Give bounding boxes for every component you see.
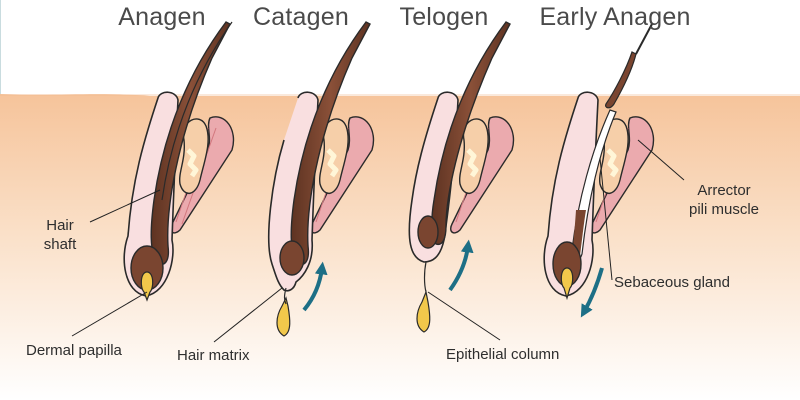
follicle-sheath-early-anagen	[543, 91, 599, 297]
shed-hair-early-anagen	[605, 51, 637, 109]
label-arrector-line2: pili muscle	[688, 201, 760, 218]
leader-hair-shaft	[89, 189, 161, 223]
label-dermal-papilla: Dermal papilla	[26, 342, 122, 359]
hair-club-telogen	[417, 215, 439, 249]
label-hair-matrix: Hair matrix	[177, 347, 250, 364]
up-arrow-icon	[448, 239, 474, 292]
stage-title-telogen: Telogen	[399, 3, 489, 31]
dermal-papilla-anagen	[140, 271, 154, 302]
label-arrector-pili-muscle: Arrector pili muscle	[689, 181, 759, 219]
hair-telogen	[431, 21, 511, 246]
label-sebaceous-gland: Sebaceous gland	[614, 274, 730, 291]
hair-bulb-catagen	[279, 240, 305, 276]
leader-lines	[71, 139, 685, 343]
arrector-muscle-telogen	[450, 116, 515, 234]
label-hair-shaft-line2: shaft	[43, 236, 77, 253]
label-epithelial-column: Epithelial column	[446, 346, 560, 363]
stage-title-early-anagen: Early Anagen	[539, 3, 691, 31]
dermal-papilla-telogen	[416, 289, 431, 333]
dermal-papilla-catagen	[276, 296, 291, 337]
label-hair-shaft: Hair shaft	[44, 216, 77, 254]
leader-epithelial-column	[427, 291, 501, 341]
follicle-telogen	[408, 21, 515, 333]
label-arrector-line1: Arrector	[697, 182, 751, 199]
leader-sebaceous	[599, 157, 613, 281]
leader-arrector	[637, 139, 685, 181]
stage-title-catagen: Catagen	[253, 3, 349, 31]
follicle-early-anagen	[543, 23, 655, 318]
new-hair-core-early-anagen	[573, 210, 586, 258]
stage-title-anagen: Anagen	[118, 3, 206, 31]
follicle-catagen	[268, 21, 375, 337]
dermal-papilla-early-anagen	[560, 267, 574, 301]
label-hair-shaft-line1: Hair	[46, 217, 74, 234]
leader-dermal-papilla	[71, 291, 148, 337]
leader-hair-matrix	[213, 287, 283, 343]
down-arrow-icon	[580, 267, 604, 318]
up-arrow-icon	[302, 261, 328, 312]
